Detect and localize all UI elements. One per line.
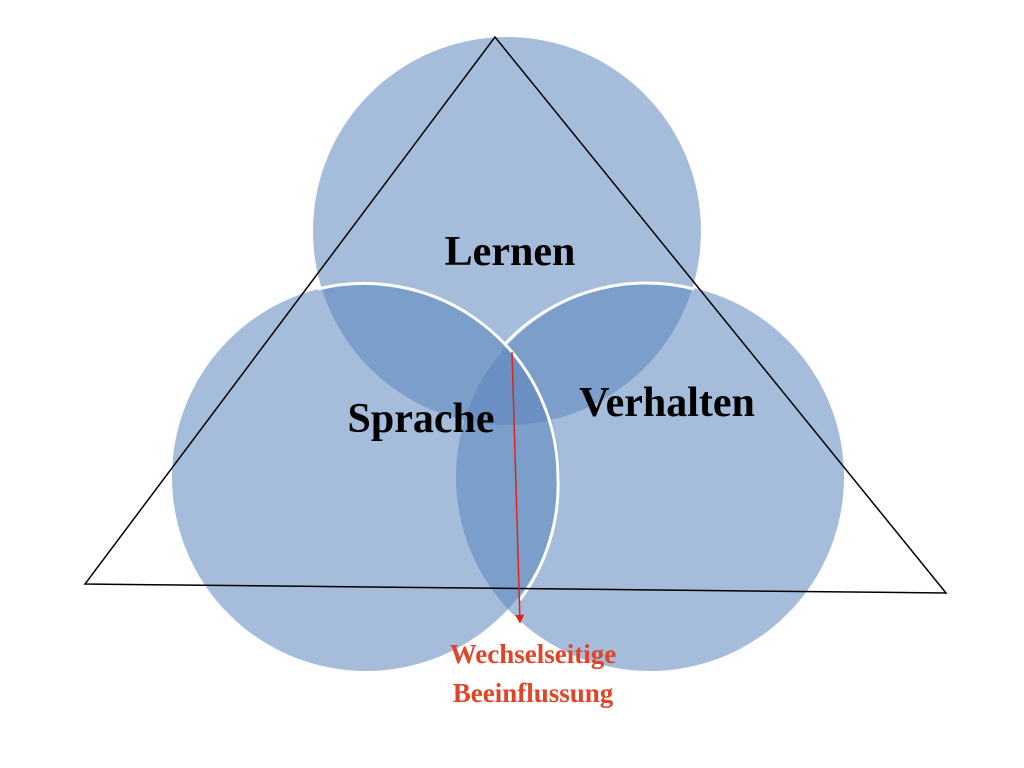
venn-circles (172, 37, 844, 671)
label-verhalten: Verhalten (579, 380, 755, 426)
triangle-outline (83, 35, 948, 594)
influence-arrow (511, 351, 525, 624)
annotation-line-2: Beeinflussung (453, 678, 614, 708)
annotation-line-1: Wechselseitige (450, 639, 616, 669)
circle-sprache (172, 283, 560, 671)
overlap-boundaries (317, 281, 695, 601)
label-sprache: Sprache (348, 396, 495, 442)
label-lernen: Lernen (445, 229, 576, 275)
arc-verhalten-top (502, 281, 695, 347)
circle-verhalten (456, 283, 844, 671)
arc-sprache-top (317, 281, 560, 601)
